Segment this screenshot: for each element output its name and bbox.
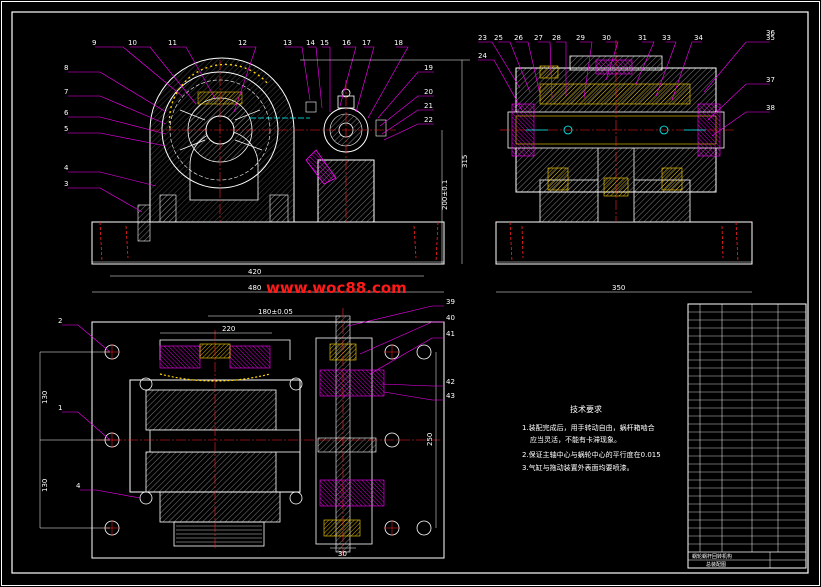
part-number-label: 43	[446, 392, 455, 400]
tech-req-title: 技术要求	[570, 404, 602, 414]
dimension-label: 350	[612, 284, 625, 292]
title-block-subtitle: 总装配图	[706, 561, 726, 568]
top-view	[39, 305, 445, 559]
part-number-label: 4	[76, 482, 81, 490]
part-number-label: 35	[766, 34, 775, 42]
part-number-label: 7	[64, 88, 68, 96]
part-number-label: 42	[446, 378, 455, 386]
dimension-label: 30	[338, 550, 347, 558]
part-number-label: 10	[128, 39, 137, 47]
part-number-label: 21	[424, 102, 433, 110]
watermark: www.woc88.com	[266, 279, 407, 297]
part-number-label: 3	[64, 180, 68, 188]
title-block-name: 蜗轮蜗杆回转机构	[692, 553, 732, 560]
tech-req-line-3: 2.保证主轴中心与蜗轮中心的平行度在0.015	[522, 450, 661, 459]
front-view	[68, 46, 470, 293]
part-number-label: 8	[64, 64, 68, 72]
part-number-label: 14	[306, 39, 315, 47]
side-view	[478, 40, 770, 293]
part-number-label: 2	[58, 317, 62, 325]
part-number-label: 33	[662, 34, 671, 42]
part-number-label: 41	[446, 330, 455, 338]
part-number-label: 27	[534, 34, 543, 42]
part-number-label: 30	[602, 34, 611, 42]
part-number-label: 25	[494, 34, 503, 42]
part-number-label: 38	[766, 104, 775, 112]
part-number-label: 29	[576, 34, 585, 42]
part-number-label: 9	[92, 39, 96, 47]
part-number-label: 31	[638, 34, 647, 42]
dimension-label: 420	[248, 268, 261, 276]
part-number-label: 19	[424, 64, 433, 72]
part-number-label: 13	[283, 39, 292, 47]
part-number-label: 16	[342, 39, 351, 47]
dimension-label: 180±0.05	[258, 308, 293, 316]
part-number-label: 15	[320, 39, 329, 47]
dimension-label: 480	[248, 284, 261, 292]
dimension-label: 130	[41, 479, 49, 492]
part-number-label: 4	[64, 164, 69, 172]
dimension-label: 315	[461, 155, 469, 168]
part-number-label: 22	[424, 116, 433, 124]
part-number-label: 36	[766, 29, 775, 37]
part-number-label: 11	[168, 39, 177, 47]
side-base-plate	[495, 221, 753, 265]
part-number-label: 24	[478, 52, 487, 60]
part-number-label: 40	[446, 314, 455, 322]
dimension-label: 200±0.1	[441, 180, 449, 210]
part-number-label: 37	[766, 76, 775, 84]
tech-req-line-1: 1.装配完成后，用手转动自由，蜗杆箱啮合	[522, 423, 655, 432]
part-number-label: 1	[58, 404, 62, 412]
part-number-label: 39	[446, 298, 455, 306]
part-number-label: 26	[514, 34, 523, 42]
dimension-label: 220	[222, 325, 235, 333]
part-number-label: 6	[64, 109, 69, 117]
sheet-inner-border	[11, 11, 809, 574]
part-number-label: 17	[362, 39, 371, 47]
part-number-label: 12	[238, 39, 247, 47]
part-number-label: 5	[64, 125, 68, 133]
tech-req-line-4: 3.气缸与拖动装置外表面均要喷漆。	[522, 463, 634, 472]
part-number-label: 34	[694, 34, 703, 42]
part-number-label: 20	[424, 88, 433, 96]
dimension-label: 130	[41, 391, 49, 404]
part-number-label: 28	[552, 34, 561, 42]
title-block: 蜗轮蜗杆回转机构 总装配图	[687, 303, 807, 569]
part-number-label: 18	[394, 39, 403, 47]
dimension-label: 250	[426, 433, 434, 446]
part-number-label: 23	[478, 34, 487, 42]
tech-req-line-2: 应当灵活，不能有卡滞现象。	[530, 435, 621, 444]
technical-requirements: 技术要求 1.装配完成后，用手转动自由，蜗杆箱啮合 应当灵活，不能有卡滞现象。 …	[522, 404, 661, 472]
